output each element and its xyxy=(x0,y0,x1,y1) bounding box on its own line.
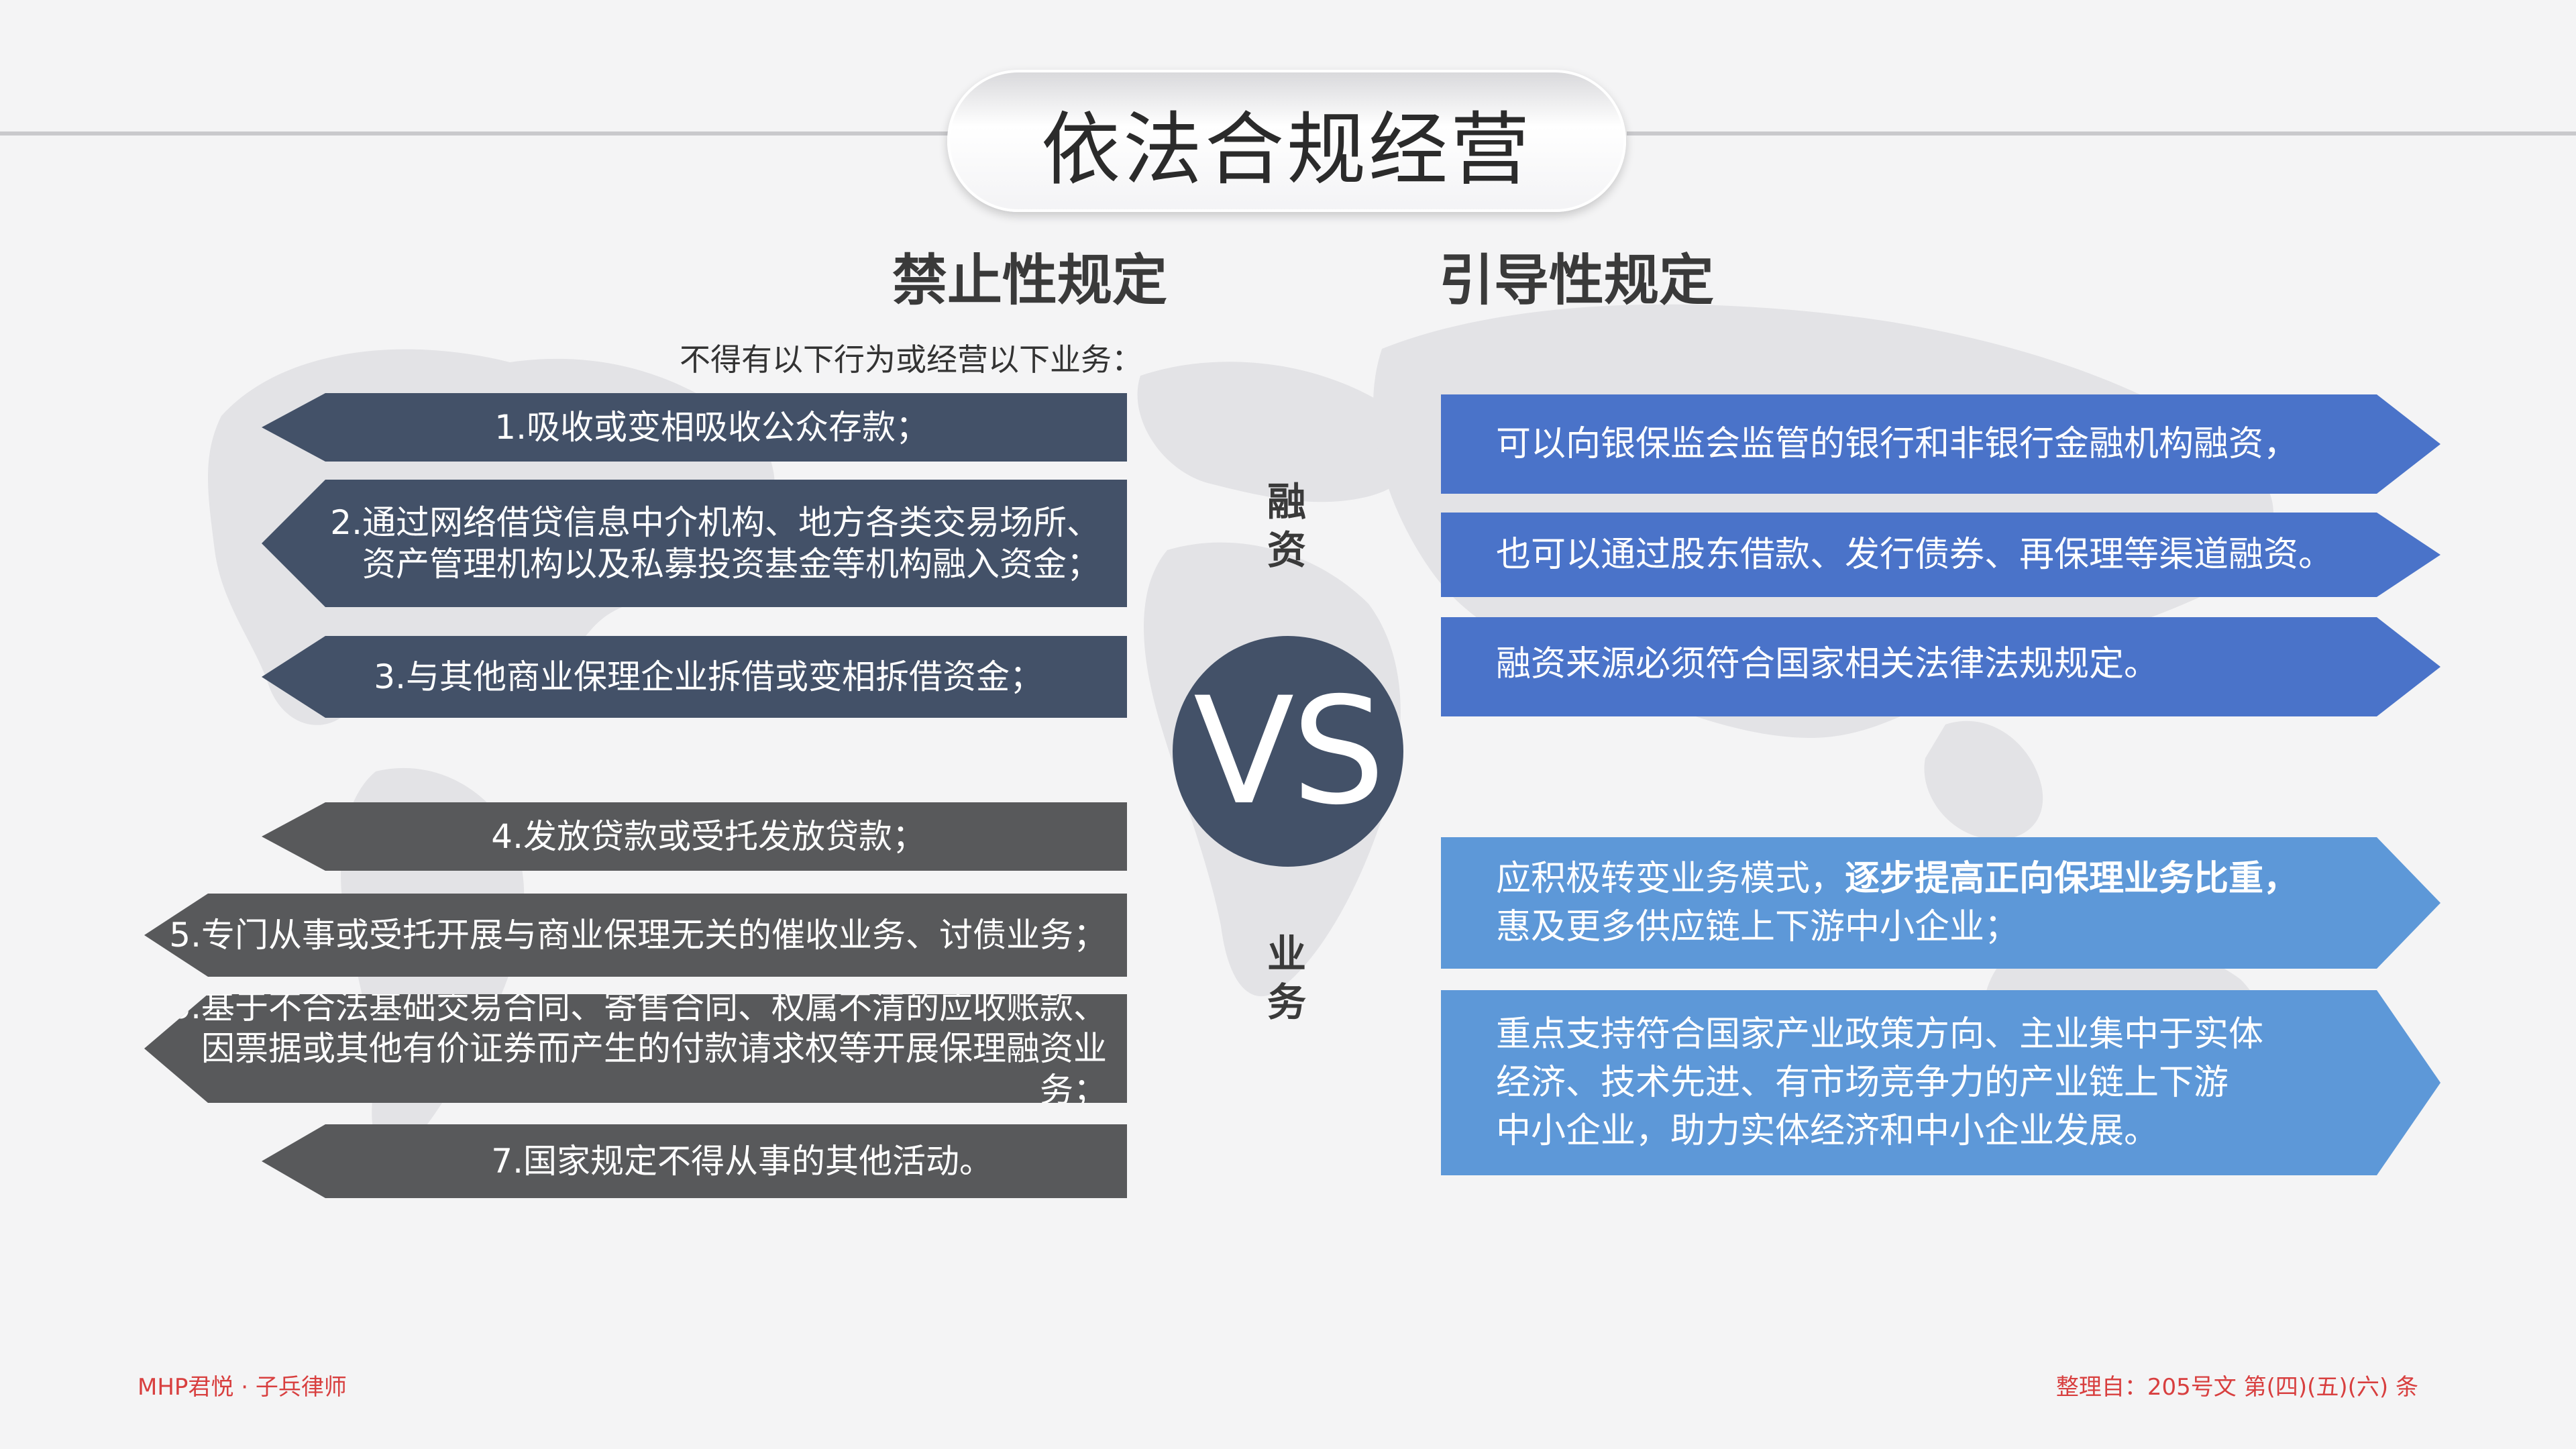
item-text: 1.吸收或变相吸收公众存款； xyxy=(494,408,929,447)
prohibited-item-1: 1.吸收或变相吸收公众存款； xyxy=(262,393,1127,462)
item-text: 4.发放贷款或受托发放贷款； xyxy=(491,817,926,856)
prohibited-item-3: 3.与其他商业保理企业拆借或变相拆借资金； xyxy=(262,636,1127,718)
vs-badge: VS xyxy=(1173,636,1403,867)
item-text: 重点支持符合国家产业政策方向、主业集中于实体 xyxy=(1496,1014,2264,1055)
guidance-item-3: 融资来源必须符合国家相关法律法规规定。 xyxy=(1441,617,2440,716)
prohibitive-heading: 禁止性规定 xyxy=(892,248,1168,313)
guidance-item-5: 重点支持符合国家产业政策方向、主业集中于实体 经济、技术先进、有市场竞争力的产业… xyxy=(1441,990,2440,1175)
item-text: 可以向银保监会监管的银行和非银行金融机构融资， xyxy=(1496,424,2299,464)
prohibited-item-6: 6.基于不合法基础交易合同、寄售合同、权属不清的应收账款、 因票据或其他有价证券… xyxy=(144,994,1127,1103)
item-text: 资产管理机构以及私募投资基金等机构融入资金； xyxy=(362,545,1100,584)
item-text: 6.基于不合法基础交易合同、寄售合同、权属不清的应收账款、 xyxy=(169,987,1107,1026)
header-rule-right xyxy=(1627,131,2576,136)
guidance-item-1: 可以向银保监会监管的银行和非银行金融机构融资， xyxy=(1441,394,2440,494)
label-char: 务 xyxy=(1267,979,1306,1025)
item-text: 也可以通过股东借款、发行债券、再保理等渠道融资。 xyxy=(1496,535,2334,575)
item-text-emphasis: 逐步提高正向保理业务比重， xyxy=(1845,859,2299,899)
guiding-heading: 引导性规定 xyxy=(1439,248,1715,313)
label-char: 融 xyxy=(1267,479,1306,525)
label-char: 资 xyxy=(1267,527,1306,573)
item-text: 2.通过网络借贷信息中介机构、地方各类交易场所、 xyxy=(330,503,1100,542)
prohibited-item-7: 7.国家规定不得从事的其他活动。 xyxy=(262,1124,1127,1198)
guidance-item-4: 应积极转变业务模式，逐步提高正向保理业务比重， 惠及更多供应链上下游中小企业； xyxy=(1441,837,2440,969)
item-text: 经济、技术先进、有市场竞争力的产业链上下游 xyxy=(1496,1063,2229,1103)
business-label: 业 务 xyxy=(1260,930,1313,1026)
footer-source: 整理自：205号文 第(四)(五)(六) 条 xyxy=(2055,1374,2418,1401)
item-text: 3.与其他商业保理企业拆借或变相拆借资金； xyxy=(374,657,1043,696)
item-text: 中小企业，助力实体经济和中小企业发展。 xyxy=(1496,1111,2159,1151)
header-rule-left xyxy=(0,131,949,136)
item-text: 5.专门从事或受托开展与商业保理无关的催收业务、讨债业务； xyxy=(169,916,1107,955)
item-text: 应积极转变业务模式， xyxy=(1496,859,1845,899)
item-text: 惠及更多供应链上下游中小企业； xyxy=(1496,907,2020,947)
prohibited-item-4: 4.发放贷款或受托发放贷款； xyxy=(262,802,1127,871)
prohibited-item-2: 2.通过网络借贷信息中介机构、地方各类交易场所、 资产管理机构以及私募投资基金等… xyxy=(262,480,1127,607)
prohibitive-note: 不得有以下行为或经营以下业务： xyxy=(680,341,1142,378)
page-title: 依法合规经营 xyxy=(1040,103,1532,196)
guidance-item-2: 也可以通过股东借款、发行债券、再保理等渠道融资。 xyxy=(1441,513,2440,597)
financing-label: 融 资 xyxy=(1260,478,1313,574)
prohibited-item-5: 5.专门从事或受托开展与商业保理无关的催收业务、讨债业务； xyxy=(144,894,1127,977)
item-text: 因票据或其他有价证券而产生的付款请求权等开展保理融资业务； xyxy=(201,1029,1107,1110)
title-pill xyxy=(947,70,1626,212)
item-text: 融资来源必须符合国家相关法律法规规定。 xyxy=(1496,644,2159,684)
label-char: 业 xyxy=(1267,931,1306,977)
footer-author: MHP君悦 · 子兵律师 xyxy=(138,1374,347,1401)
item-text: 7.国家规定不得从事的其他活动。 xyxy=(491,1142,993,1181)
